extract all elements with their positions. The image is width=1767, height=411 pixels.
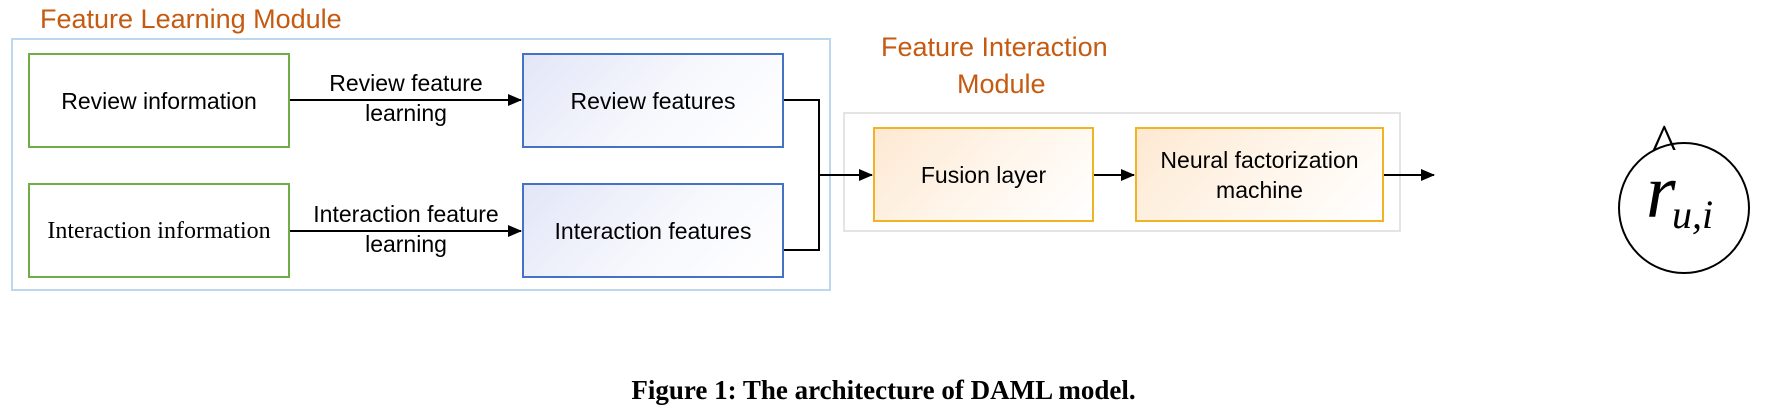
feature-learning-module-title: Feature Learning Module	[40, 4, 342, 34]
neural-factorization-machine-node: Neural factorization machine	[1135, 127, 1384, 222]
review-feature-learning-label-line2: learning	[365, 100, 447, 126]
interaction-feature-learning-label-line2: learning	[365, 231, 447, 257]
review-information-node: Review information	[28, 53, 290, 148]
interaction-features-node: Interaction features	[522, 183, 784, 278]
hat-accent: ^	[1652, 115, 1677, 172]
feature-interaction-module-title-line1: Feature Interaction	[881, 32, 1108, 62]
figure-caption: Figure 1: The architecture of DAML model…	[631, 375, 1136, 405]
connector-review-features	[783, 99, 820, 175]
interaction-features-label: Interaction features	[554, 217, 752, 244]
feature-interaction-module-title-line2: Module	[957, 69, 1046, 99]
interaction-information-node: Interaction information	[28, 183, 290, 278]
nfm-label-line1: Neural factorization	[1160, 146, 1359, 173]
fusion-layer-node: Fusion layer	[873, 127, 1094, 222]
connector-interaction-features	[783, 175, 820, 251]
interaction-information-label: Interaction information	[47, 217, 271, 244]
predicted-rating-output: ^ r u,i	[1618, 115, 1750, 274]
review-features-node: Review features	[522, 53, 784, 148]
rating-symbol: r	[1646, 150, 1676, 234]
rating-subscript: u,i	[1672, 192, 1714, 237]
feature-learning-module	[11, 38, 831, 291]
review-features-label: Review features	[570, 87, 736, 114]
review-information-label: Review information	[61, 87, 257, 114]
nfm-label-line2: machine	[1216, 176, 1303, 203]
fusion-layer-label: Fusion layer	[920, 161, 1047, 188]
feature-interaction-module	[843, 112, 1401, 232]
interaction-feature-learning-label-line1: Interaction feature	[313, 201, 499, 227]
review-feature-learning-label-line1: Review feature	[329, 70, 483, 96]
